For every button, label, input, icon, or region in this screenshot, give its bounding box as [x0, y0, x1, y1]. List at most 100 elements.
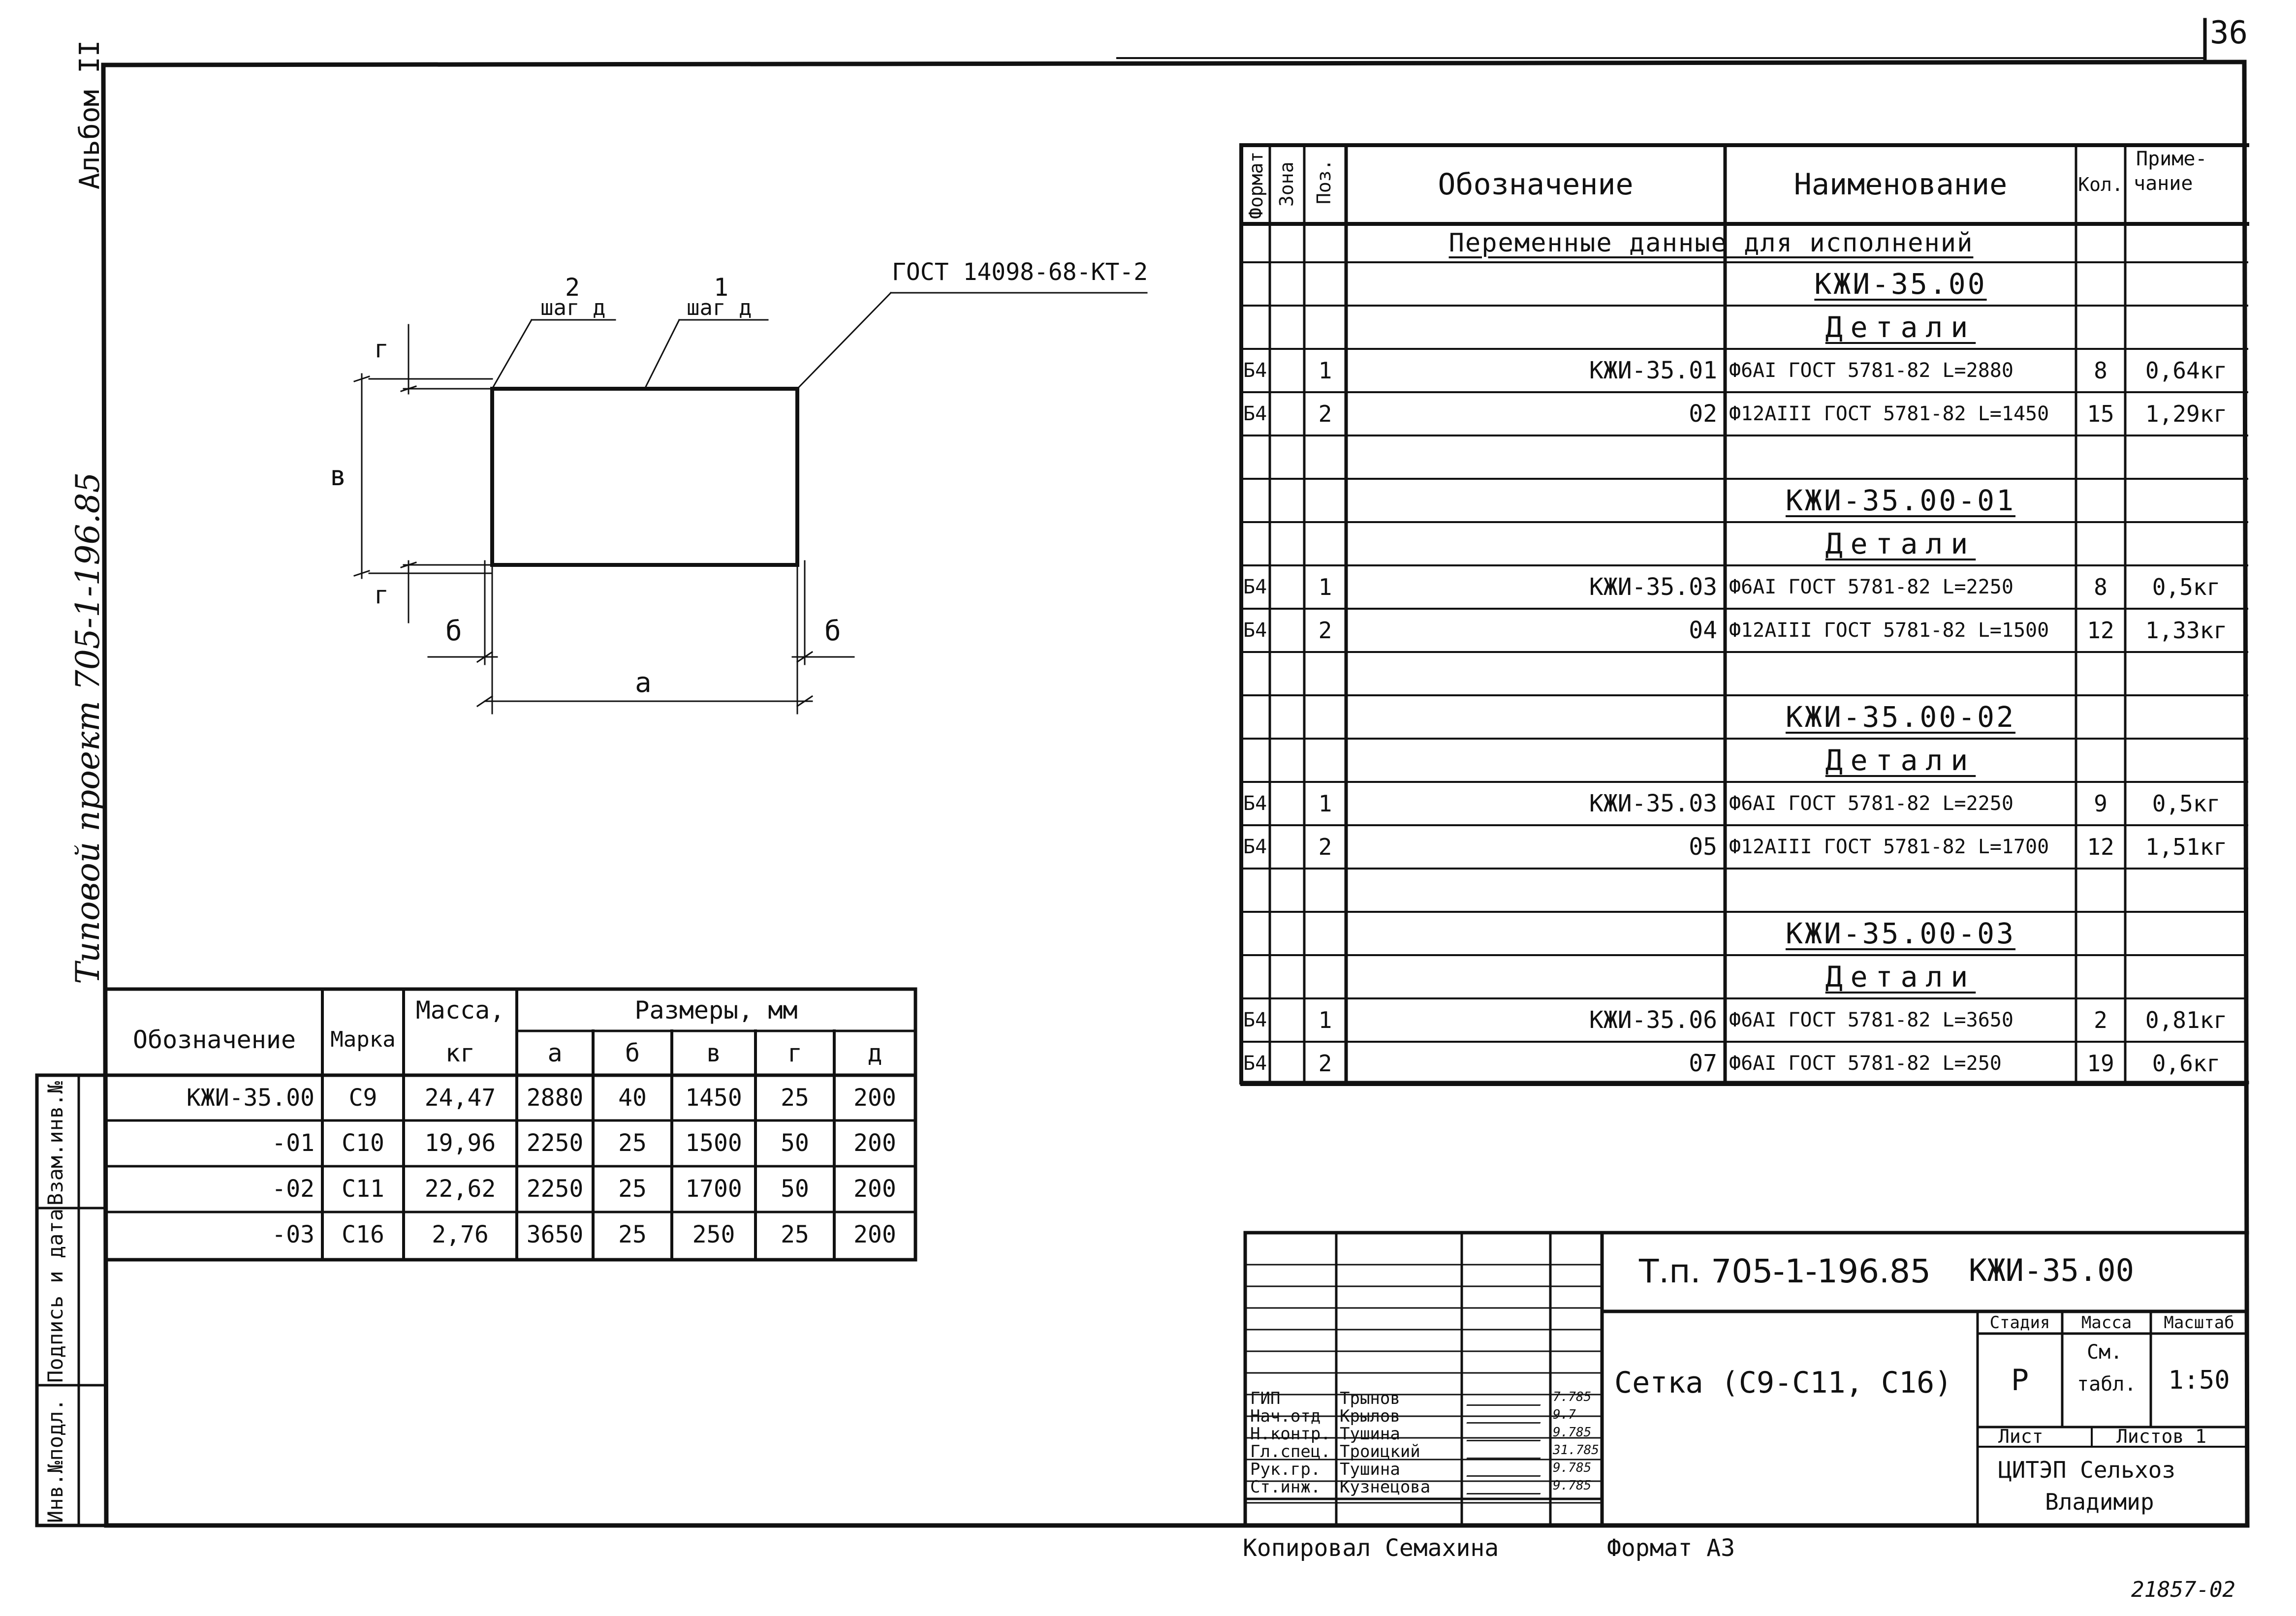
mass-h-v: в [706, 1039, 722, 1067]
spec-group-title: КЖИ-35.00 [1814, 267, 1987, 301]
spec-group-title: КЖИ-35.00-03 [1785, 917, 2016, 950]
mass-h-mass2: кг [445, 1039, 475, 1067]
step2-label: шаг д [540, 295, 606, 320]
spec-cell-designation: КЖИ-35.01 [1589, 357, 1717, 384]
tb-org-1: ЦИТЭП Сельхоз [1998, 1457, 2176, 1483]
stamp-sign-date: Подпись и дата [43, 1208, 67, 1383]
mass-cell-b: 25 [618, 1175, 647, 1203]
spec-cell-designation: 04 [1689, 617, 1717, 644]
sheet-number: 36 [2210, 15, 2248, 51]
spec-cell-note: 0,5кг [2152, 790, 2221, 817]
tb-stage: Р [2011, 1363, 2029, 1398]
spec-cell-format: Б4 [1243, 359, 1267, 382]
spec-group-sub: Детали [1825, 311, 1976, 344]
mass-cell-a: 2250 [526, 1175, 584, 1203]
spec-cell-note: 0,6кг [2152, 1050, 2221, 1077]
tb-org-2: Владимир [2045, 1489, 2154, 1515]
spec-cell-note: 1,51кг [2145, 834, 2228, 860]
spec-cell-qty: 8 [2094, 574, 2107, 600]
step1-number: 1 [714, 273, 729, 302]
signature-icon [1466, 1391, 1546, 1406]
step1-label: шаг д [687, 295, 752, 320]
corner-code: 21857-02 [2131, 1577, 2235, 1602]
spec-group-sub: Детали [1825, 527, 1976, 560]
tb-mass-2: табл. [2077, 1373, 2137, 1396]
spec-h-pos: Поз. [1313, 159, 1335, 204]
mass-cell-g: 25 [781, 1221, 809, 1248]
spec-cell-pos: 1 [1318, 1007, 1332, 1033]
spec-h-format: Формат [1245, 151, 1267, 219]
spec-cell-designation: 05 [1689, 833, 1717, 861]
mass-cell-mass: 19,96 [424, 1129, 496, 1157]
mass-h-g: г [787, 1039, 803, 1067]
tb-date: 9.785 [1553, 1461, 1592, 1475]
mass-h-d: д [867, 1039, 882, 1067]
spec-h-note1: Приме- [2136, 148, 2207, 170]
tb-role: Нач.отд [1250, 1406, 1321, 1426]
dim-g-top: г [374, 335, 389, 363]
spec-cell-name: Ф6АI ГОСТ 5781-82 L=2880 [1729, 359, 2013, 382]
tb-h-stage: Стадия [1989, 1312, 2050, 1333]
tb-date: 7.785 [1553, 1390, 1592, 1404]
mass-cell-mass: 22,62 [424, 1175, 496, 1203]
dim-b-right: б [824, 615, 841, 647]
spec-cell-qty: 2 [2094, 1007, 2107, 1033]
tb-date: 9.7 [1553, 1407, 1576, 1422]
spec-group-sub: Детали [1825, 960, 1976, 994]
spec-group-title: КЖИ-35.00-01 [1785, 484, 2016, 517]
spec-cell-name: Ф6АI ГОСТ 5781-82 L=250 [1729, 1052, 2002, 1075]
spec-h-note2: чание [2134, 172, 2193, 195]
tb-role: Гл.спец. [1250, 1442, 1331, 1461]
spec-cell-designation: КЖИ-35.03 [1589, 573, 1717, 601]
tb-date: 31.785 [1553, 1443, 1599, 1458]
spec-cell-pos: 1 [1318, 790, 1332, 817]
spec-cell-qty: 8 [2094, 357, 2107, 384]
signature-icon [1466, 1408, 1546, 1424]
spec-cell-pos: 1 [1318, 574, 1332, 600]
spec-cell-name: Ф12АIII ГОСТ 5781-82 L=1700 [1729, 836, 2049, 858]
mass-cell-mass: 2,76 [432, 1221, 489, 1248]
spec-cell-pos: 2 [1318, 1050, 1332, 1077]
spec-cell-pos: 2 [1318, 834, 1332, 860]
spec-cell-pos: 1 [1318, 357, 1332, 384]
mass-cell-designation: -03 [272, 1221, 315, 1248]
tb-name: Тушина [1340, 1424, 1400, 1444]
format-label: Формат А3 [1607, 1534, 1735, 1562]
spec-cell-format: Б4 [1243, 403, 1267, 425]
tb-doc-code: Т.п. 705-1-196.85 [1639, 1252, 1931, 1290]
spec-cell-qty: 12 [2087, 834, 2114, 860]
step2-number: 2 [565, 273, 580, 302]
spec-group-title: КЖИ-35.00-02 [1785, 700, 2016, 734]
spec-cell-name: Ф6АI ГОСТ 5781-82 L=3650 [1729, 1009, 2013, 1031]
copied-by: Копировал Семахина [1243, 1534, 1499, 1562]
spec-h-qty: Кол. [2078, 174, 2123, 195]
tb-name: Троицкий [1340, 1442, 1420, 1461]
signature-icon [1466, 1461, 1546, 1477]
spec-cell-name: Ф12АIII ГОСТ 5781-82 L=1500 [1729, 619, 2049, 642]
mass-cell-mark: С9 [348, 1084, 377, 1112]
mass-cell-g: 50 [781, 1129, 809, 1157]
dim-a: а [635, 667, 652, 699]
spec-h-designation: Обозначение [1438, 167, 1634, 202]
spec-variable-title: Переменные данные для исполнений [1448, 228, 1974, 258]
tb-date: 9.785 [1553, 1478, 1592, 1493]
spec-cell-designation: 07 [1689, 1050, 1717, 1077]
signature-icon [1466, 1426, 1546, 1441]
tb-h-scale: Масштаб [2164, 1312, 2234, 1333]
spec-cell-name: Ф6АI ГОСТ 5781-82 L=2250 [1729, 576, 2013, 598]
tb-doc-mark: КЖИ-35.00 [1969, 1252, 2134, 1288]
mass-h-designation: Обозначение [132, 1025, 296, 1054]
tb-name: Тушина [1340, 1460, 1400, 1479]
mass-cell-mark: С10 [342, 1129, 384, 1157]
tb-title: Сетка (С9-С11, С16) [1614, 1366, 1952, 1400]
spec-cell-note: 1,29кг [2145, 401, 2228, 427]
mass-cell-g: 50 [781, 1175, 809, 1203]
spec-cell-format: Б4 [1243, 576, 1267, 598]
mass-cell-mark: С16 [342, 1221, 384, 1248]
gost-weld-label: ГОСТ 14098-68-КТ-2 [892, 258, 1148, 286]
mass-cell-d: 200 [853, 1129, 896, 1157]
dim-g-bottom: г [374, 581, 389, 609]
tb-scale: 1:50 [2168, 1366, 2230, 1395]
spec-cell-designation: 02 [1689, 400, 1717, 428]
tb-role: Ст.инж. [1250, 1477, 1321, 1497]
